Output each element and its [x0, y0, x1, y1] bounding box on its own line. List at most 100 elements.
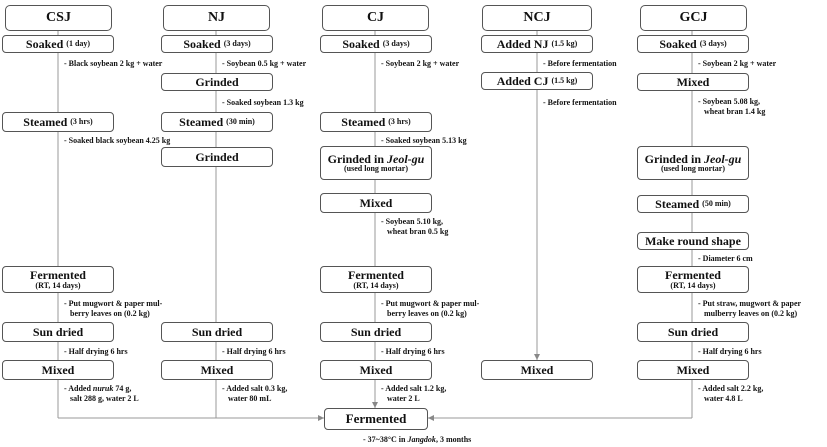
gcj-fermented-condition: (RT, 14 days) [670, 280, 716, 290]
ncj-added-cj-box: Added CJ (1.5 kg) [481, 72, 593, 90]
header-gcj: GCJ [640, 5, 747, 31]
gcj-round-shape-box: Make round shape [637, 232, 749, 250]
csj-mixed-box: Mixed [2, 360, 114, 380]
gcj-grinded-method: (used long mortar) [661, 164, 725, 174]
csj-note-nuruk-word: nuruk [92, 384, 114, 393]
final-fermented-box: Fermented [324, 408, 428, 430]
ncj-added-cj-label: Added CJ [496, 73, 549, 88]
gcj-note-salt-line1: - Added salt 2.2 kg, [698, 384, 764, 393]
header-ncj: NCJ [482, 5, 592, 31]
cj-mixed-box-1: Mixed [320, 193, 432, 213]
gcj-note-straw-line2: mulberry leaves on (0.2 kg) [704, 308, 798, 318]
nj-note-salt: - Added salt 0.3 kg, water 80 mL [222, 384, 287, 403]
gcj-note-salt: - Added salt 2.2 kg, water 4.8 L [698, 384, 763, 403]
cj-note-salt: - Added salt 1.2 kg, water 2 L [381, 384, 446, 403]
gcj-fermented-box: Fermented (RT, 14 days) [637, 266, 749, 293]
gcj-mixed-box-1: Mixed [637, 73, 749, 91]
csj-note-mugwort-line1: - Put mugwort & paper mul- [64, 299, 163, 308]
csj-soaked-box: Soaked (1 day) [2, 35, 114, 53]
cj-fermented-box: Fermented (RT, 14 days) [320, 266, 432, 293]
cj-grinded-label: Grinded in Jeol-gu [327, 151, 425, 166]
csj-fermented-box: Fermented (RT, 14 days) [2, 266, 114, 293]
nj-note-salt-line1: - Added salt 0.3 kg, [222, 384, 288, 393]
cj-grinded-box: Grinded in Jeol-gu (used long mortar) [320, 146, 432, 180]
nj-soaked-duration: (3 days) [223, 38, 251, 48]
cj-note-mugwort-line2: berry leaves on (0.2 kg) [387, 308, 467, 318]
header-cj: CJ [322, 5, 429, 31]
csj-fermented-condition: (RT, 14 days) [35, 280, 81, 290]
cj-note-half-drying: - Half drying 6 hrs [381, 347, 445, 356]
csj-fermented-label: Fermented [30, 268, 86, 282]
header-csj: CSJ [5, 5, 112, 31]
csj-note-mugwort-line2: berry leaves on (0.2 kg) [70, 308, 150, 318]
gcj-note-soybean-bran: - Soybean 5.08 kg, wheat bran 1.4 kg [698, 97, 765, 116]
csj-steamed-box: Steamed (3 hrs) [2, 112, 114, 132]
cj-soaked-label: Soaked [342, 36, 380, 51]
csj-steamed-duration: (3 hrs) [70, 116, 93, 126]
cj-note-mugwort-line1: - Put mugwort & paper mul- [381, 299, 480, 308]
nj-grinded-box-2: Grinded [161, 147, 273, 167]
nj-sun-dried-box: Sun dried [161, 322, 273, 342]
gcj-note-soybean: - Soybean 2 kg + water [698, 59, 777, 68]
csj-soaked-label: Soaked [25, 36, 64, 51]
cj-note-salt-line1: - Added salt 1.2 kg, [381, 384, 447, 393]
cj-steamed-label: Steamed [341, 114, 386, 129]
final-note-jangdok-word: Jangdok [407, 435, 436, 444]
gcj-soaked-label: Soaked [659, 36, 697, 51]
gcj-note-diameter: - Diameter 6 cm [698, 254, 753, 263]
gcj-grinded-label: Grinded in Jeol-gu [644, 151, 742, 166]
gcj-steamed-label: Steamed [655, 196, 700, 211]
cj-grinded-method: (used long mortar) [344, 164, 408, 174]
cj-mixed-box-2: Mixed [320, 360, 432, 380]
csj-sun-dried-box: Sun dried [2, 322, 114, 342]
cj-steamed-duration: (3 hrs) [388, 116, 411, 126]
csj-steamed-label: Steamed [23, 114, 68, 129]
nj-soaked-box: Soaked (3 days) [161, 35, 273, 53]
nj-note-soaked-soybean: - Soaked soybean 1.3 kg [222, 98, 304, 107]
nj-soaked-label: Soaked [183, 36, 221, 51]
cj-sun-dried-box: Sun dried [320, 322, 432, 342]
cj-fermented-condition: (RT, 14 days) [353, 280, 399, 290]
ncj-added-cj-amount: (1.5 kg) [551, 75, 578, 85]
cj-note-soybean-bran-line2: wheat bran 0.5 kg [387, 226, 449, 236]
cj-note-soybean-bran: - Soybean 5.10 kg, wheat bran 0.5 kg [381, 217, 448, 236]
gcj-sun-dried-box: Sun dried [637, 322, 749, 342]
nj-steamed-box: Steamed (30 min) [161, 112, 273, 132]
csj-note-nuruk-line2: salt 288 g, water 2 L [70, 393, 139, 403]
cj-grinded-jeolgu: Jeol-gu [387, 151, 425, 166]
csj-note-mugwort: - Put mugwort & paper mul- berry leaves … [64, 299, 162, 318]
cj-soaked-box: Soaked (3 days) [320, 35, 432, 53]
ncj-mixed-box: Mixed [481, 360, 593, 380]
cj-fermented-label: Fermented [348, 268, 404, 282]
gcj-note-straw-line1: - Put straw, mugwort & paper [698, 299, 802, 308]
gcj-note-half-drying: - Half drying 6 hrs [698, 347, 762, 356]
final-note-jangdok: - 37~38°C in Jangdok, 3 months [363, 435, 472, 444]
nj-note-salt-line2: water 80 mL [228, 393, 272, 403]
ncj-note-before-2: - Before fermentation [543, 98, 617, 107]
gcj-grinded-jeolgu: Jeol-gu [704, 151, 742, 166]
cj-note-soybean: - Soybean 2 kg + water [381, 59, 460, 68]
csj-note-soaked-black: - Soaked black soybean 4.25 kg [64, 136, 171, 145]
ncj-added-nj-label: Added NJ [496, 36, 549, 51]
gcj-note-salt-line2: water 4.8 L [704, 393, 743, 403]
header-nj: NJ [163, 5, 270, 31]
csj-note-black-soybean: - Black soybean 2 kg + water [64, 59, 163, 68]
gcj-note-straw: - Put straw, mugwort & paper mulberry le… [698, 299, 801, 318]
cj-steamed-box: Steamed (3 hrs) [320, 112, 432, 132]
gcj-note-soybean-bran-line1: - Soybean 5.08 kg, [698, 97, 761, 106]
gcj-steamed-duration: (50 min) [702, 198, 731, 208]
nj-grinded-box-1: Grinded [161, 73, 273, 91]
csj-note-nuruk: - Added nuruk 74 g, salt 288 g, water 2 … [64, 384, 139, 403]
nj-steamed-duration: (30 min) [226, 116, 255, 126]
gcj-soaked-box: Soaked (3 days) [637, 35, 749, 53]
gcj-soaked-duration: (3 days) [699, 38, 727, 48]
ncj-added-nj-amount: (1.5 kg) [551, 38, 578, 48]
ncj-added-nj-box: Added NJ (1.5 kg) [481, 35, 593, 53]
cj-note-mugwort: - Put mugwort & paper mul- berry leaves … [381, 299, 479, 318]
ncj-note-before-1: - Before fermentation [543, 59, 617, 68]
nj-note-soybean: - Soybean 0.5 kg + water [222, 59, 307, 68]
csj-soaked-duration: (1 day) [66, 38, 91, 48]
gcj-mixed-box-2: Mixed [637, 360, 749, 380]
gcj-grinded-box: Grinded in Jeol-gu (used long mortar) [637, 146, 749, 180]
